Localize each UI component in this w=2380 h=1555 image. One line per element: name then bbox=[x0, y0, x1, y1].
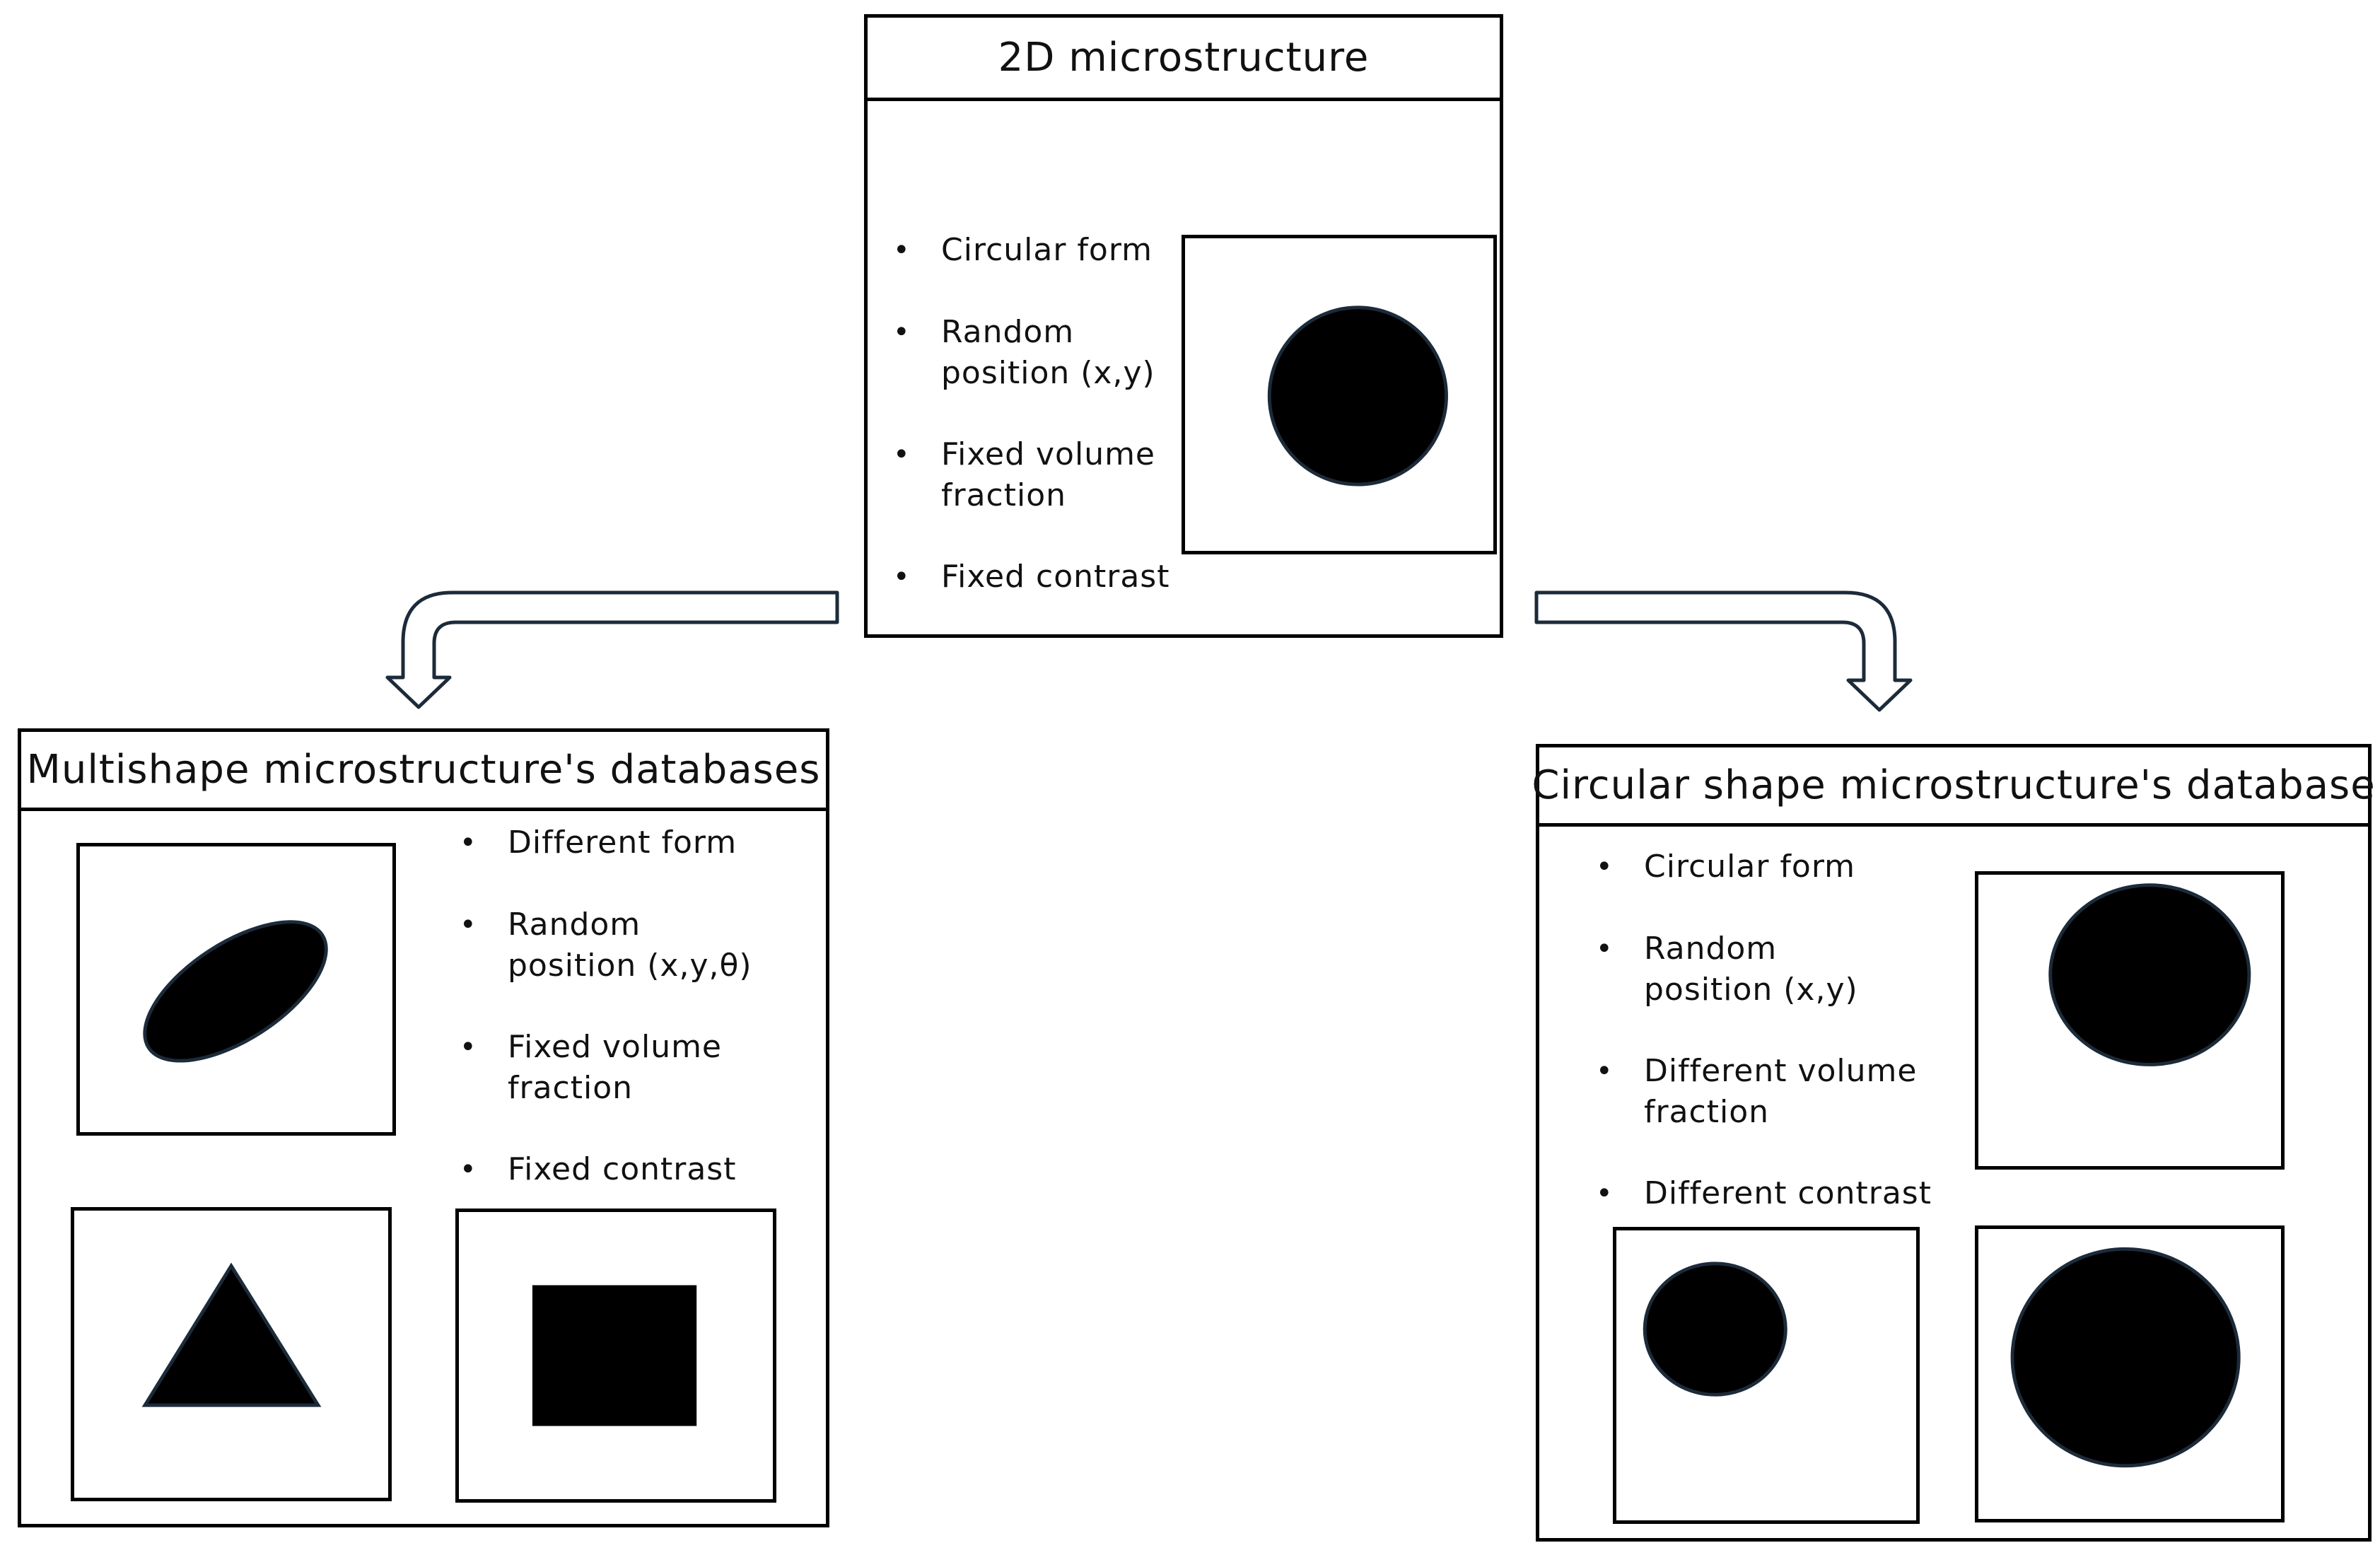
small-circle-thumbnail bbox=[1613, 1227, 1920, 1524]
ellipse-inclusion-icon bbox=[143, 920, 328, 1063]
circle-inclusion-icon bbox=[2048, 883, 2251, 1066]
bullet-item: Circular form bbox=[1596, 846, 1855, 887]
bullet-item: Different contrast bbox=[1596, 1173, 1932, 1214]
right-panel-circular-shape: Circular shape microstructure's database… bbox=[1532, 744, 2375, 1542]
large-circle-thumbnail bbox=[1975, 871, 2285, 1170]
ellipse-thumbnail bbox=[76, 843, 396, 1136]
left-panel-multishape: Multishape microstructure's databases Di… bbox=[18, 728, 829, 1527]
circle-inclusion-icon bbox=[1643, 1262, 1787, 1397]
bullet-item: Circular form bbox=[893, 230, 1153, 271]
bullet-item: Fixed contrast bbox=[893, 557, 1169, 598]
circle-inclusion-icon bbox=[2010, 1247, 2241, 1468]
top-panel-2d-microstructure: 2D microstructure Circular form Randompo… bbox=[864, 14, 1503, 638]
big-circle-thumbnail bbox=[1975, 1225, 2285, 1522]
left-panel-title: Multishape microstructure's databases bbox=[21, 732, 826, 811]
right-panel-title: Circular shape microstructure's database bbox=[1532, 747, 2375, 827]
curved-arrow-left-icon bbox=[385, 590, 839, 709]
triangle-thumbnail bbox=[71, 1207, 392, 1501]
bullet-item: Different form bbox=[460, 822, 737, 863]
square-inclusion-icon bbox=[532, 1285, 697, 1426]
curved-arrow-right-icon bbox=[1534, 590, 1913, 712]
square-thumbnail bbox=[455, 1209, 776, 1503]
triangle-inclusion-icon bbox=[141, 1262, 322, 1407]
top-panel-title: 2D microstructure bbox=[868, 18, 1500, 101]
circle-inclusion-icon bbox=[1267, 305, 1448, 487]
top-circle-thumbnail bbox=[1182, 235, 1497, 554]
bullet-item: Fixed contrast bbox=[460, 1149, 736, 1190]
